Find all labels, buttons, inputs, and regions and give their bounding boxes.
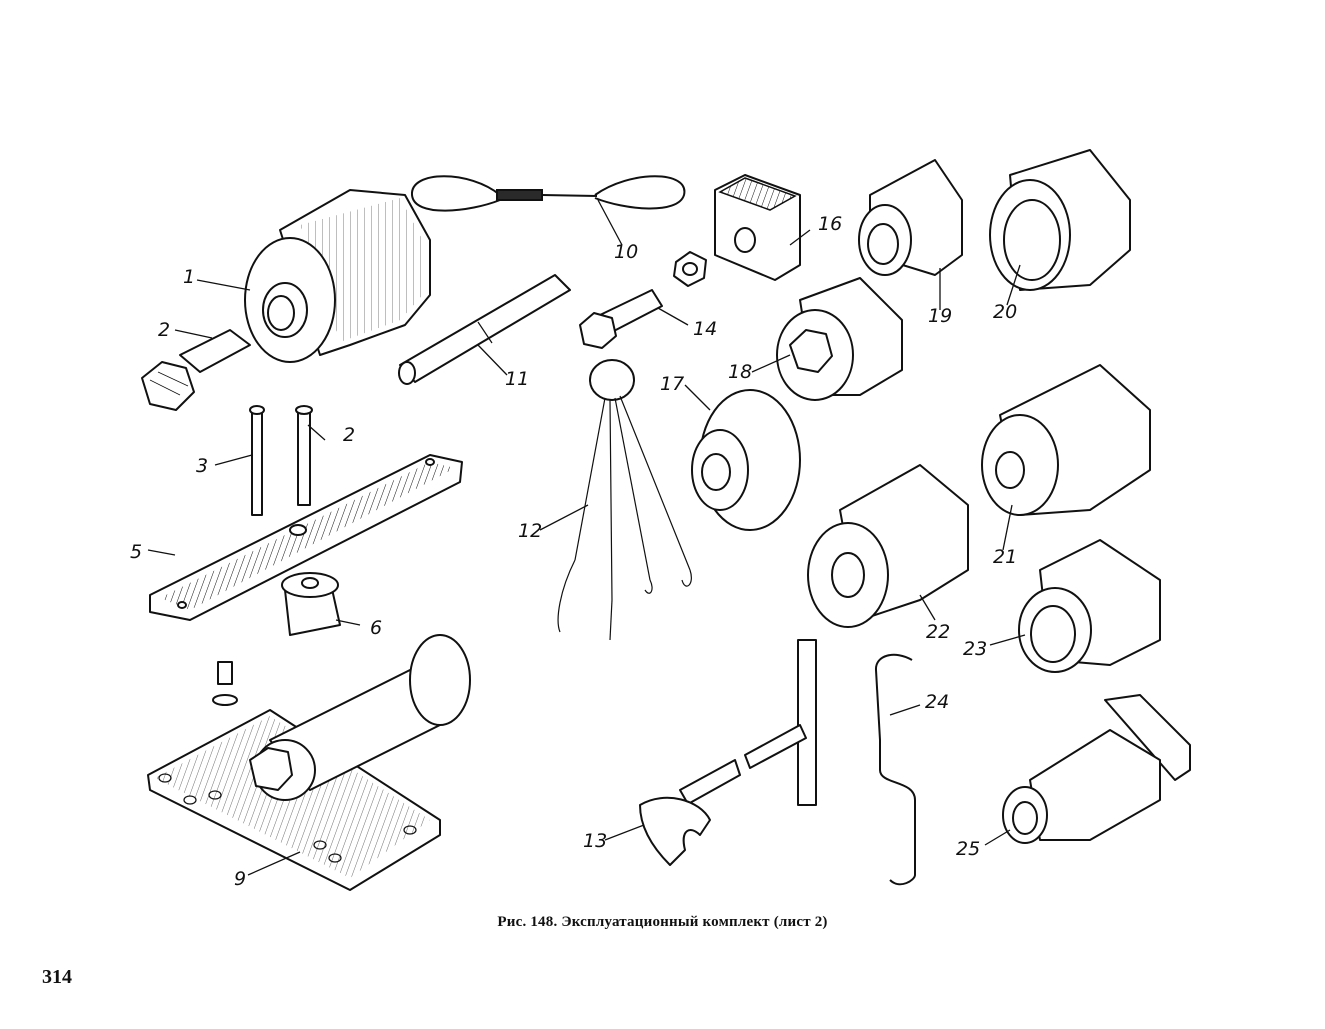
part-17-flanged-hub	[691, 389, 801, 531]
callout-11: 11	[505, 368, 529, 390]
part-25-flanged-socket	[1002, 694, 1191, 844]
leader-lines	[147, 199, 1026, 876]
part-5-long-plate	[149, 454, 463, 621]
part-9-fixture	[147, 634, 471, 891]
callout-5: 5	[130, 541, 142, 563]
part-10-cable-sling	[410, 175, 686, 212]
callout-16: 16	[818, 213, 842, 235]
part-1-large-sleeve	[244, 189, 431, 363]
part-2-bolt-upper	[141, 329, 251, 411]
callout-22: 22	[926, 621, 950, 643]
callout-2-upper: 2	[158, 319, 170, 341]
callout-6: 6	[370, 617, 382, 639]
callout-19: 19	[928, 305, 952, 327]
part-18-socket	[776, 277, 903, 401]
part-22-large-sleeve	[807, 464, 969, 628]
part-13-t-wrench	[639, 639, 817, 866]
part-14-bolt	[579, 251, 707, 349]
figure-caption: Рис. 148. Эксплуатационный комплект (лис…	[497, 914, 828, 930]
part-23-castellated-sleeve	[1018, 539, 1161, 673]
page-number: 314	[42, 966, 72, 988]
callout-10: 10	[614, 241, 638, 263]
callout-24: 24	[925, 691, 949, 713]
part-11-long-pin	[398, 274, 571, 385]
callout-9: 9	[234, 868, 246, 890]
part-21-knurled-sleeve	[981, 364, 1151, 516]
callout-25: 25	[956, 838, 980, 860]
callout-2-lower: 2	[343, 424, 355, 446]
callout-20: 20	[993, 301, 1017, 323]
callout-21: 21	[993, 546, 1017, 568]
part-3-and-2-pins	[249, 405, 313, 516]
part-20-open-cylinder	[989, 149, 1131, 291]
callout-14: 14	[693, 318, 717, 340]
part-24-bent-rod	[874, 653, 916, 886]
callout-12: 12	[518, 520, 542, 542]
callout-17: 17	[660, 373, 684, 395]
part-19-castellated-sleeve	[858, 159, 963, 276]
callout-3: 3	[196, 455, 208, 477]
part-12-ring-hooks	[557, 359, 692, 641]
callout-labels: 1 2 3 2 5 6 9 10 11 12 13 14 16 17 18 19…	[130, 213, 1017, 890]
callout-13: 13	[583, 830, 607, 852]
part-16-bracket-block	[714, 174, 801, 281]
part-6-bushing	[281, 572, 341, 636]
callout-18: 18	[728, 361, 752, 383]
callout-23: 23	[963, 638, 987, 660]
callout-1: 1	[183, 266, 195, 288]
